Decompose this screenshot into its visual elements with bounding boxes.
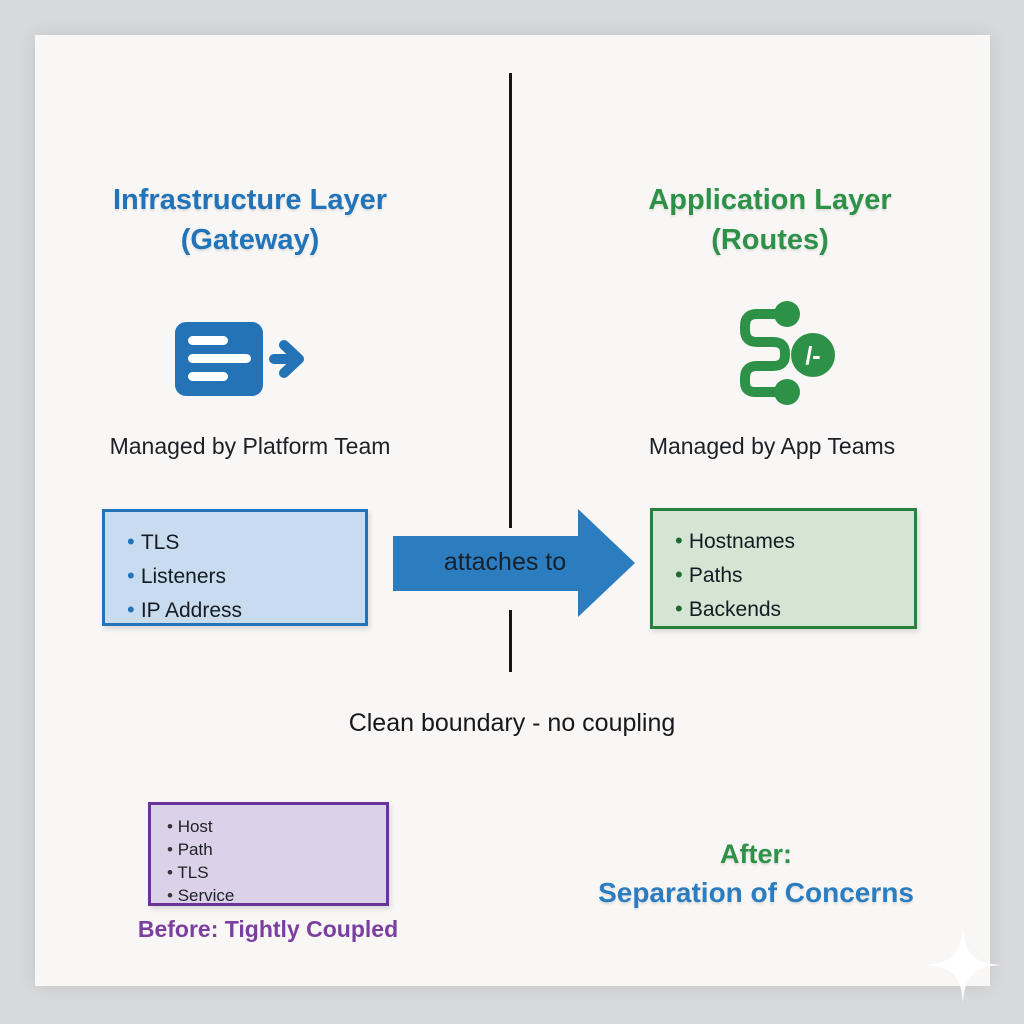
clean-boundary-note: Clean boundary - no coupling <box>348 709 676 737</box>
routes-icon: /- <box>740 301 835 405</box>
before-coupled-list: Host Path TLS Service <box>167 815 386 907</box>
route-properties-list: Hostnames Paths Backends <box>675 524 914 626</box>
attaches-to-label: attaches to <box>443 548 567 576</box>
managed-by-app-label: Managed by App Teams <box>648 433 896 459</box>
infrastructure-title-line2: (Gateway) <box>180 224 320 256</box>
route-properties-box: Hostnames Paths Backends <box>650 508 917 629</box>
after-caption-line1: After: <box>720 839 792 869</box>
list-item: Listeners <box>127 559 365 593</box>
infrastructure-title-line1: Infrastructure Layer <box>113 184 387 216</box>
infrastructure-layer-title: Infrastructure Layer (Gateway) <box>55 180 445 260</box>
list-item: IP Address <box>127 593 365 627</box>
list-item: Backends <box>675 592 914 626</box>
attaches-to-arrow <box>393 536 578 591</box>
after-caption: After: Separation of Concerns <box>556 839 956 909</box>
gateway-icon <box>175 322 304 396</box>
list-item: Host <box>167 815 386 838</box>
before-coupled-box: Host Path TLS Service <box>148 802 389 906</box>
list-item: Paths <box>675 558 914 592</box>
list-item: TLS <box>167 861 386 884</box>
before-caption: Before: Tightly Coupled <box>137 916 399 942</box>
gateway-properties-list: TLS Listeners IP Address <box>127 525 365 627</box>
list-item: Path <box>167 838 386 861</box>
application-layer-title: Application Layer (Routes) <box>575 180 965 260</box>
boundary-divider-bottom <box>509 610 512 672</box>
application-title-line2: (Routes) <box>711 224 829 256</box>
gateway-properties-box: TLS Listeners IP Address <box>102 509 368 626</box>
list-item: Service <box>167 884 386 907</box>
after-caption-line2: Separation of Concerns <box>598 877 914 908</box>
list-item: TLS <box>127 525 365 559</box>
routes-badge-text: /- <box>805 342 820 370</box>
sparkle-icon <box>925 927 1001 1003</box>
list-item: Hostnames <box>675 524 914 558</box>
attaches-to-arrow-head-icon <box>578 509 635 617</box>
application-title-line1: Application Layer <box>648 184 892 216</box>
boundary-divider-top <box>509 73 512 528</box>
managed-by-platform-label: Managed by Platform Team <box>109 433 391 459</box>
